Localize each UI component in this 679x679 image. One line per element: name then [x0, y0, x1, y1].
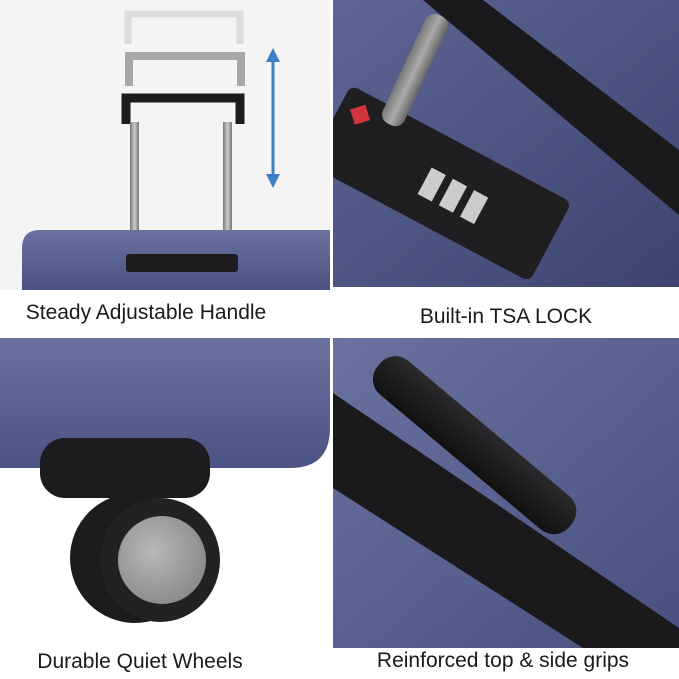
arrow-up-down-icon	[266, 48, 280, 188]
caption-tsa-lock: Built-in TSA LOCK	[419, 305, 593, 328]
caption-wheels: Durable Quiet Wheels	[37, 650, 243, 673]
suitcase-corner	[0, 338, 330, 468]
zipper-track	[423, 0, 679, 215]
panel-adjustable-handle	[0, 0, 330, 290]
handle-base	[126, 254, 238, 272]
top-grip	[372, 356, 577, 535]
panel-grips	[333, 338, 679, 648]
wheel-hub	[118, 516, 206, 604]
grips-illustration	[333, 338, 679, 648]
wheels-illustration	[0, 338, 330, 645]
caption-adjustable-handle: Steady Adjustable Handle	[25, 301, 267, 324]
lock-plate	[333, 87, 569, 280]
zipper-pull	[382, 13, 448, 127]
wheel-housing	[40, 438, 210, 498]
panel-tsa-lock	[333, 0, 679, 287]
handle-ghost-top	[124, 10, 244, 44]
handle-ghost-mid	[125, 52, 245, 86]
tsa-lock-illustration	[333, 0, 679, 287]
caption-grips: Reinforced top & side grips	[376, 649, 630, 672]
panel-wheels	[0, 338, 330, 645]
tsa-icon	[350, 104, 371, 125]
handle-rod-left	[130, 122, 139, 262]
handle-illustration	[0, 0, 330, 290]
zipper-band	[333, 393, 679, 648]
handle-grip	[121, 93, 245, 124]
combination-dials	[417, 167, 489, 225]
handle-rod-right	[223, 122, 232, 262]
